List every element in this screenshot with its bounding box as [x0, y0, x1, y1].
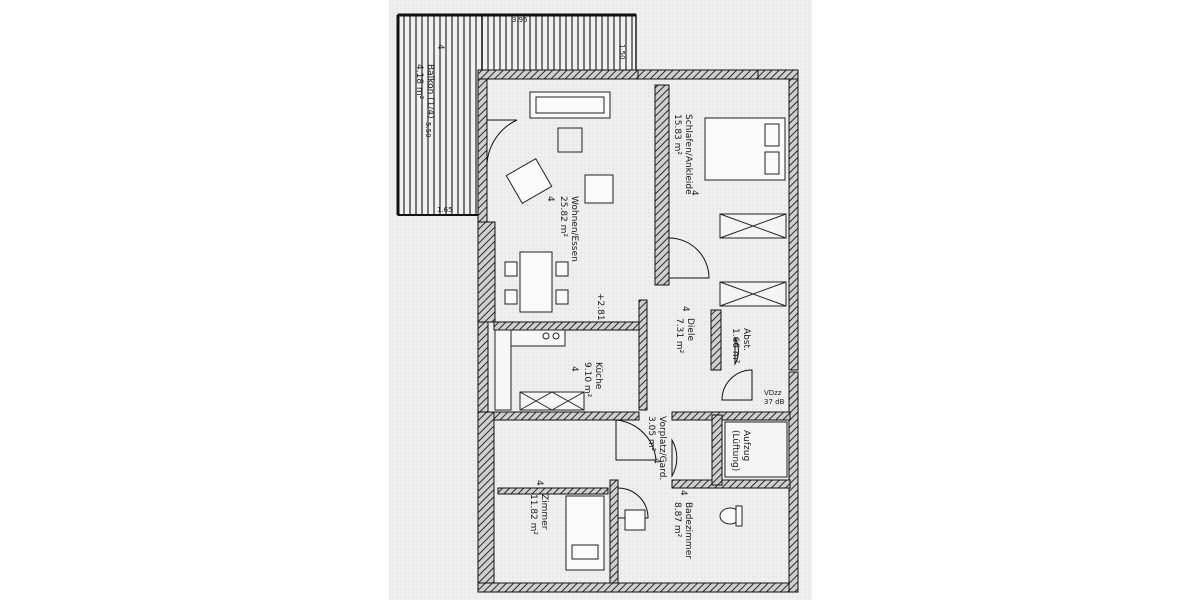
room-label-bad: Badezimmer 8.87 m² 4	[672, 490, 693, 559]
dim-balcony-depth: 1.50	[618, 44, 626, 60]
room-name: Wohnen/Essen	[569, 196, 579, 262]
room-label-zimmer: Zimmer 11.82 m² 4	[528, 480, 549, 535]
wardrobe-icon	[719, 213, 787, 307]
room-area: 8.87 m²	[672, 502, 682, 538]
room-name: Küche	[593, 362, 603, 390]
room-number: 4	[534, 480, 544, 486]
room-area: 9.10 m²	[582, 362, 592, 398]
room-label-kueche: Küche 9.10 m² 4	[569, 362, 603, 398]
elevator-shaft	[724, 421, 788, 478]
room-name: VDzz	[764, 389, 782, 397]
room-area: 7.31 m²	[674, 318, 684, 354]
room-number: 4	[689, 190, 699, 196]
balcony	[396, 13, 637, 216]
room-name: Schlafen/Ankleide	[683, 114, 693, 195]
room-area: 3.05 m²	[646, 416, 656, 452]
room-area: 11.82 m²	[528, 494, 538, 535]
exterior-walls	[477, 69, 799, 593]
room-area: (Lüftung)	[730, 430, 740, 471]
room-name: Diele	[685, 318, 695, 341]
room-label-vdzz: VDzz 37 dB	[764, 389, 785, 406]
room-name: Balkon (1/4)	[425, 64, 435, 119]
room-label-vorplatz: Vorplatz/Gard. 3.05 m² 4	[646, 416, 667, 480]
armchair-icon	[505, 157, 614, 205]
room-number: 4	[651, 458, 661, 464]
single-bed-icon	[565, 495, 605, 571]
room-label-aufzug: Aufzug (Lüftung)	[730, 430, 751, 471]
room-name: Zimmer	[539, 494, 549, 530]
dim-balcony-side: 5.50	[424, 122, 432, 138]
room-number: 4	[435, 44, 445, 50]
room-label-abst: Abst. 1.66 m²	[730, 328, 751, 364]
dining-table-icon	[504, 251, 569, 313]
room-area: 25.82 m²	[558, 196, 568, 237]
room-area: 4.18 m²	[414, 64, 424, 100]
sofa-icon	[529, 91, 611, 119]
kitchen-counter-icon	[494, 329, 585, 411]
room-label-diele: Diele 7.31 m² 4	[674, 306, 695, 354]
room-name: Abst.	[741, 328, 751, 351]
room-number: 4	[545, 196, 555, 202]
room-name: Badezimmer	[683, 502, 693, 559]
level-mark: +2.81	[595, 293, 605, 321]
door-swings	[486, 119, 753, 519]
room-label-wohnen: Wohnen/Essen 25.82 m² 4	[545, 196, 579, 262]
room-number: 4	[569, 366, 579, 372]
coffee-table-icon	[557, 127, 583, 153]
room-name: Vorplatz/Gard.	[657, 416, 667, 480]
room-area: 15.83 m²	[672, 114, 682, 155]
dim-balcony-bottom: 1.65	[437, 206, 453, 214]
room-name: Aufzug	[741, 430, 751, 461]
interior-walls	[493, 84, 791, 584]
double-bed-icon	[704, 117, 786, 181]
room-number: 4	[678, 490, 688, 496]
dim-balcony-width: 3.95	[512, 16, 528, 24]
bathroom-fixtures-icon	[624, 505, 743, 531]
room-number: 4	[680, 306, 690, 312]
room-label-schlafen: Schlafen/Ankleide 15.83 m² 4	[672, 114, 699, 196]
room-area: 1.66 m²	[730, 328, 740, 364]
room-area: 37 dB	[764, 398, 785, 406]
room-label-balkon: Balkon (1/4) 4.18 m² 4	[414, 44, 445, 119]
